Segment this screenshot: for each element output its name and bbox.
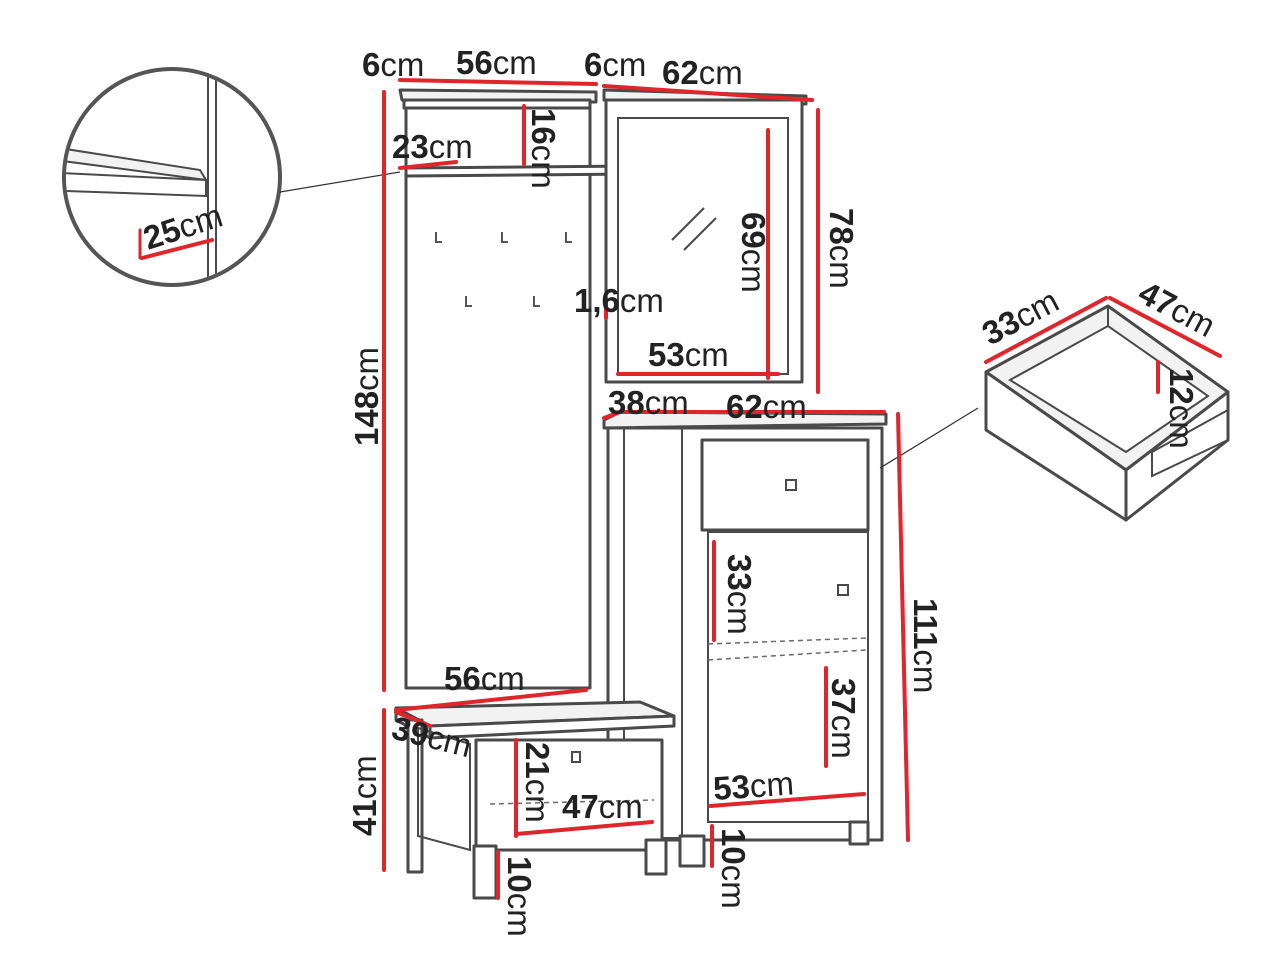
label-coat-panel-top-width: 56cm: [456, 44, 537, 81]
detail-leader-line: [279, 171, 401, 193]
label-bench-leg-height: 10cm: [501, 856, 538, 937]
label-panel-height: 148cm: [348, 347, 385, 446]
label-mirror-total-height: 78cm: [823, 208, 860, 289]
glass-reflection-icon: [671, 207, 705, 241]
dimension-lines: [382, 78, 1222, 900]
label-bench-drawer-width: 47cm: [562, 788, 643, 825]
label-bench-width: 56cm: [444, 660, 525, 697]
label-cabinet-upper-compartment: 33cm: [721, 554, 758, 635]
label-mirror-glass-height: 69cm: [735, 212, 772, 293]
bench-knob-icon: [571, 751, 581, 763]
label-panel-thickness: 1,6cm: [574, 282, 664, 319]
door-knob-icon: [837, 584, 849, 596]
drawer-knob-icon: [785, 479, 797, 491]
dimension-labels: 6cm 56cm 6cm 62cm 23cm 16cm 25cm 148cm 1…: [139, 44, 1222, 937]
coat-panel: [398, 88, 642, 690]
hook-icons: [435, 232, 572, 307]
label-cabinet-lower-compartment: 37cm: [825, 678, 862, 759]
shelf-detail-magnifier: [62, 67, 401, 287]
drawer-leader-line: [879, 407, 979, 469]
label-drawer-height: 12cm: [1163, 368, 1200, 449]
label-cabinet-depth: 38cm: [608, 384, 689, 421]
label-cabinet-leg-height: 10cm: [715, 828, 752, 909]
label-bench-drawer-height: 21cm: [519, 742, 556, 823]
label-mirror-glass-width: 53cm: [648, 336, 729, 373]
label-shelf-gap: 16cm: [525, 108, 562, 189]
label-shelf-depth: 23cm: [392, 128, 473, 165]
exploded-drawer: [879, 304, 1230, 522]
label-cabinet-height: 111cm: [907, 598, 944, 693]
label-cabinet-width: 62cm: [726, 388, 807, 425]
label-bench-height: 41cm: [346, 755, 383, 836]
label-mirror-top-width: 62cm: [662, 54, 743, 91]
label-cabinet-inner-width: 53cm: [712, 764, 795, 807]
label-coat-panel-top-depth: 6cm: [362, 46, 424, 83]
label-mirror-top-depth: 6cm: [584, 46, 646, 83]
